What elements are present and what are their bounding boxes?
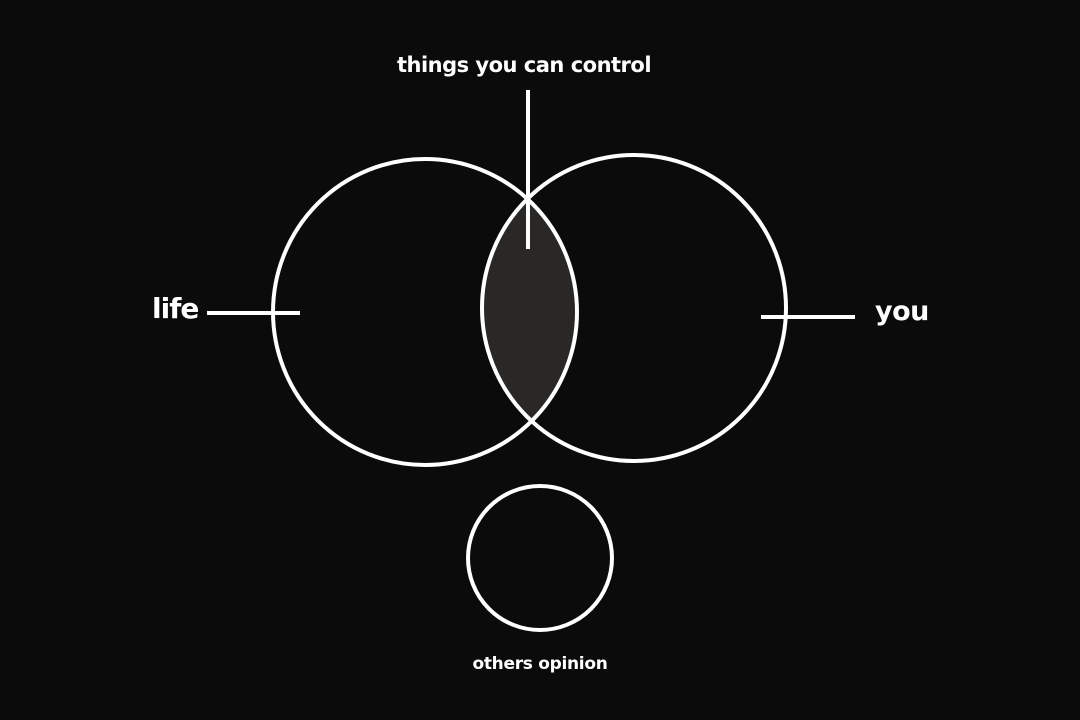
others-opinion-circle [466,484,614,632]
you-circle [480,153,788,463]
intersection-label: things you can control [396,53,652,77]
others-opinion-label: others opinion [472,654,608,674]
life-label: life [152,292,199,325]
you-label: you [875,296,929,327]
